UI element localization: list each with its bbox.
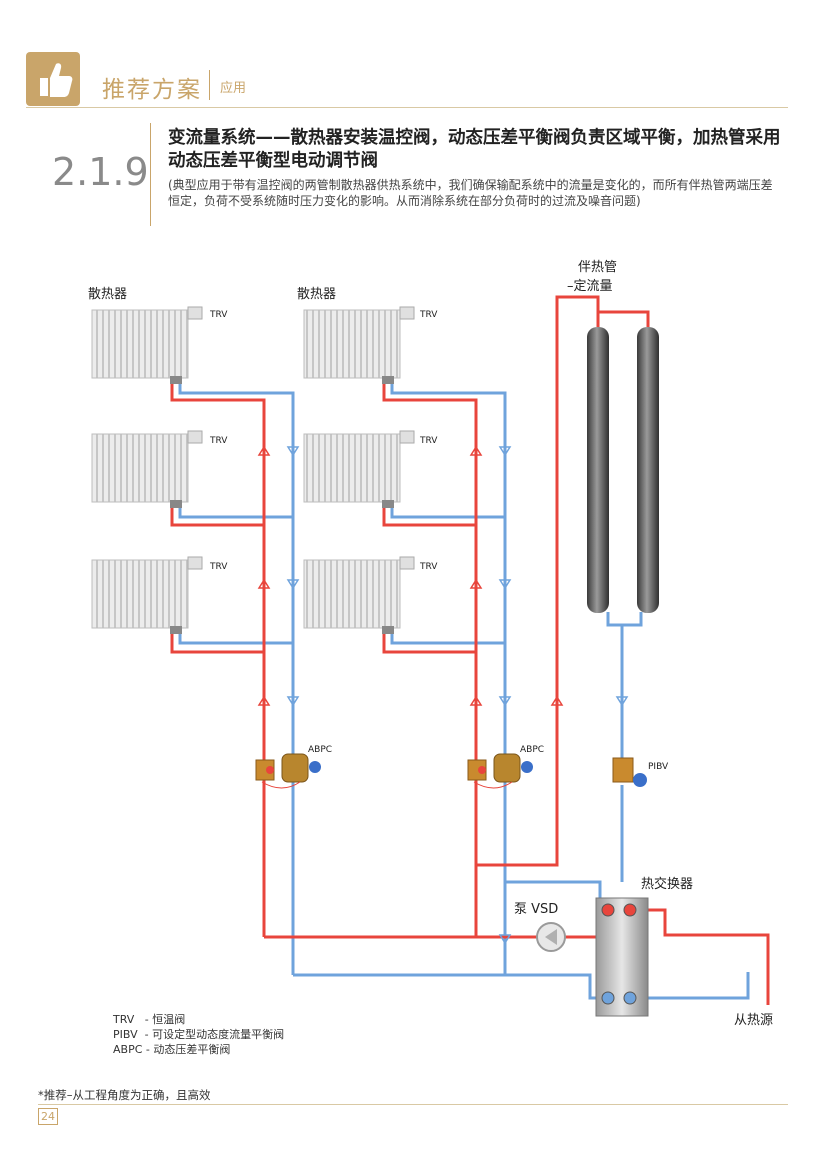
heat-exchanger-label: 热交换器 (641, 876, 693, 892)
abpc-label: ABPC (520, 745, 544, 755)
pibv-valve-icon (612, 757, 647, 787)
supply-arrows (257, 445, 564, 706)
abpc-valve-icon (467, 753, 533, 789)
radiator (303, 556, 415, 634)
return-arrows (286, 446, 629, 945)
footer-rule (38, 1104, 788, 1105)
header-rule (26, 107, 788, 108)
radiator (91, 556, 203, 634)
pump-icon (536, 922, 566, 952)
legend-pibv: PIBV - 可设定型动态度流量平衡阀 (113, 1028, 285, 1041)
abpc-valve-icon (255, 753, 321, 789)
trv-label: TRV (419, 562, 438, 572)
header-subtitle: 应用 (220, 81, 247, 96)
footer-note: *推荐–从工程角度为正确，且高效 (38, 1088, 211, 1102)
radiator (91, 430, 203, 508)
section-bar (150, 123, 151, 226)
section-description: (典型应用于带有温控阀的两管制散热器供热系统中，我们确保输配系统中的流量是变化的… (168, 178, 773, 208)
radiator-label: 散热器 (88, 287, 127, 302)
radiator (91, 306, 203, 384)
tracing-pipe-cylinder (587, 327, 659, 613)
pibv-label: PIBV (648, 762, 669, 772)
tracing-label-flow: –定流量 (567, 279, 613, 294)
tracing-label: 伴热管 (578, 260, 617, 275)
heat-exchanger-icon (595, 897, 649, 1017)
header-separator (209, 70, 210, 100)
legend-abpc: ABPC - 动态压差平衡阀 (113, 1043, 231, 1056)
header-title: 推荐方案 (102, 77, 202, 103)
radiator-label: 散热器 (297, 287, 336, 302)
radiator (303, 430, 415, 508)
trv-label: TRV (209, 310, 228, 320)
supply-pipes (170, 295, 770, 1005)
trv-label: TRV (419, 310, 438, 320)
trv-label: TRV (209, 436, 228, 446)
trv-label: TRV (209, 562, 228, 572)
section-number: 2.1.9 (52, 150, 149, 194)
radiator (303, 306, 415, 384)
legend-trv: TRV - 恒温阀 (113, 1013, 186, 1026)
from-source-label: 从热源 (734, 1013, 773, 1028)
legend: TRV - 恒温阀 PIBV - 可设定型动态度流量平衡阀 ABPC - 动态压差平… (113, 1012, 284, 1057)
trv-label: TRV (419, 436, 438, 446)
section-title: 变流量系统——散热器安装温控阀，动态压差平衡阀负责区域平衡，加热管采用动态压差平… (168, 128, 781, 171)
thumbs-up-logo-icon (26, 52, 80, 106)
pump-label: 泵 VSD (514, 902, 558, 917)
abpc-label: ABPC (308, 745, 332, 755)
page-number: 24 (38, 1108, 58, 1125)
